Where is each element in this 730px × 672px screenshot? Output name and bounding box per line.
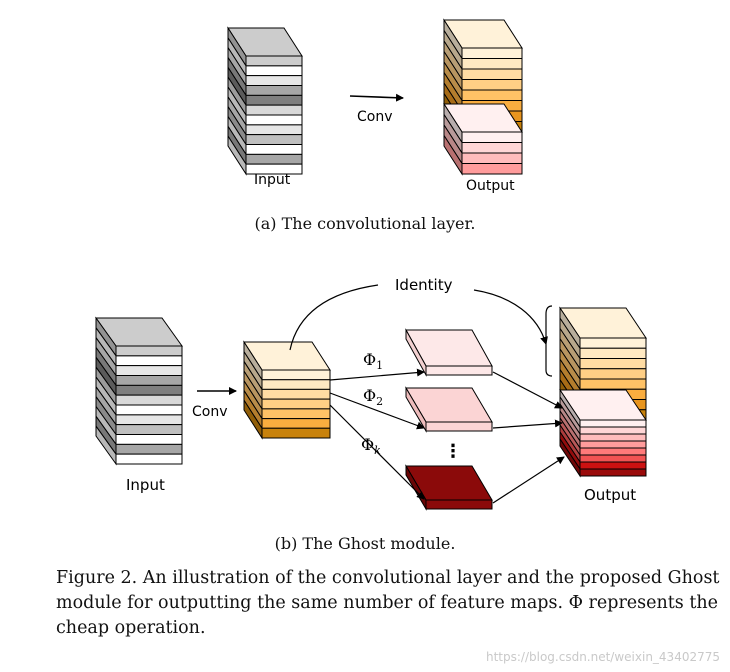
feature-map-slice: [261, 408, 331, 420]
intrinsic-feature-map-stack: [243, 340, 331, 440]
feature-map-slice: [579, 378, 647, 390]
phi-2-arrow: [329, 392, 425, 430]
identity-curve-right: [473, 289, 548, 345]
phi-k-label: Φk: [361, 435, 381, 457]
feature-map-slice: [245, 65, 303, 77]
feature-map-slice: [579, 454, 647, 463]
feature-map-slice: [115, 384, 183, 396]
ghost-1-to-output-arrow: [492, 371, 563, 409]
output-label: Output: [466, 178, 515, 194]
feature-map-slice: [461, 131, 523, 143]
feature-map-slice: [245, 104, 303, 116]
input-feature-map-stack: [227, 26, 303, 176]
feature-map-slice: [245, 75, 303, 86]
feature-map-slice: [461, 47, 523, 59]
feature-map-slice: [115, 434, 183, 445]
feature-map-slice: [115, 404, 183, 416]
ghost-map-2: [405, 386, 493, 433]
feature-map-slice: [245, 144, 303, 155]
phi-1-label: Φ1: [363, 350, 383, 372]
feature-map-slice: [115, 394, 183, 406]
feature-map-slice: [115, 414, 183, 426]
feature-map-slice: [115, 375, 183, 386]
feature-map-slice: [461, 68, 523, 80]
feature-map-slice: [579, 468, 647, 477]
phi-1-arrow: [329, 368, 425, 381]
feature-map-slice: [245, 134, 303, 145]
feature-map-slice: [115, 355, 183, 367]
feature-map-slice: [461, 152, 523, 164]
output-feature-map-stack: [559, 306, 647, 478]
phi-2-label: Φ2: [363, 386, 383, 408]
feature-map-slice: [461, 58, 523, 70]
feature-map-slice: [245, 114, 303, 126]
feature-map-slice: [461, 89, 523, 101]
feature-map-slice: [579, 440, 647, 449]
input-label: Input: [126, 476, 165, 494]
ghost-2-to-output-arrow: [492, 419, 563, 429]
feature-map-slice: [115, 345, 183, 357]
feature-map-slice: [461, 142, 523, 154]
feature-map-slice: [261, 427, 331, 439]
conv-label: Conv: [192, 404, 228, 420]
watermark: https://blog.csdn.net/weixin_43402775: [485, 650, 720, 664]
feature-map-slice: [579, 368, 647, 380]
feature-map-slice: [245, 124, 303, 136]
feature-map-slice: [461, 79, 523, 91]
input-label: Input: [254, 172, 291, 188]
ghost-map-1: [405, 328, 493, 377]
feature-map-slice: [579, 419, 647, 428]
caption-a: (a) The convolutional layer.: [254, 214, 476, 233]
feature-map-slice: [245, 55, 303, 67]
feature-map-slice: [579, 358, 647, 370]
feature-map-slice: [261, 388, 331, 400]
ellipsis: ⋮: [444, 441, 462, 462]
output-label: Output: [584, 486, 636, 504]
feature-map-slice: [261, 369, 331, 381]
feature-map-slice: [245, 85, 303, 96]
feature-map-slice: [115, 443, 183, 455]
feature-map-slice: [245, 153, 303, 165]
feature-map-slice: [261, 418, 331, 429]
phi-k-arrow: [329, 404, 425, 500]
feature-map-slice: [115, 365, 183, 376]
feature-map-slice: [261, 379, 331, 390]
feature-map-slice: [115, 453, 183, 465]
input-feature-map-stack: [95, 316, 183, 466]
identity-curve-left: [289, 284, 379, 351]
identity-bracket: [545, 305, 553, 377]
feature-map-slice: [579, 433, 647, 442]
feature-map-slice: [245, 94, 303, 106]
panel-b: Identity Conv Input Output Φ1 Φ2 Φk ⋮: [95, 276, 647, 511]
conv-arrow: [349, 93, 404, 102]
feature-map-slice: [579, 337, 647, 349]
conv-label: Conv: [357, 109, 393, 125]
feature-map-slice: [115, 424, 183, 435]
identity-label: Identity: [395, 276, 453, 294]
feature-map-slice: [579, 447, 647, 456]
feature-map-slice: [461, 163, 523, 175]
ghost-map-k: [405, 464, 493, 511]
output-feature-map-stack: [443, 18, 523, 176]
caption-b: (b) The Ghost module.: [274, 534, 456, 553]
figure-caption: Figure 2. An illustration of the convolu…: [56, 568, 720, 638]
ghost-k-to-output-arrow: [492, 456, 565, 504]
feature-map-slice: [579, 461, 647, 470]
feature-map-slice: [245, 163, 303, 175]
feature-map-slice: [261, 398, 331, 410]
feature-map-slice: [579, 347, 647, 359]
feature-map-slice: [579, 426, 647, 435]
panel-a: Conv Input Output: [227, 18, 523, 194]
